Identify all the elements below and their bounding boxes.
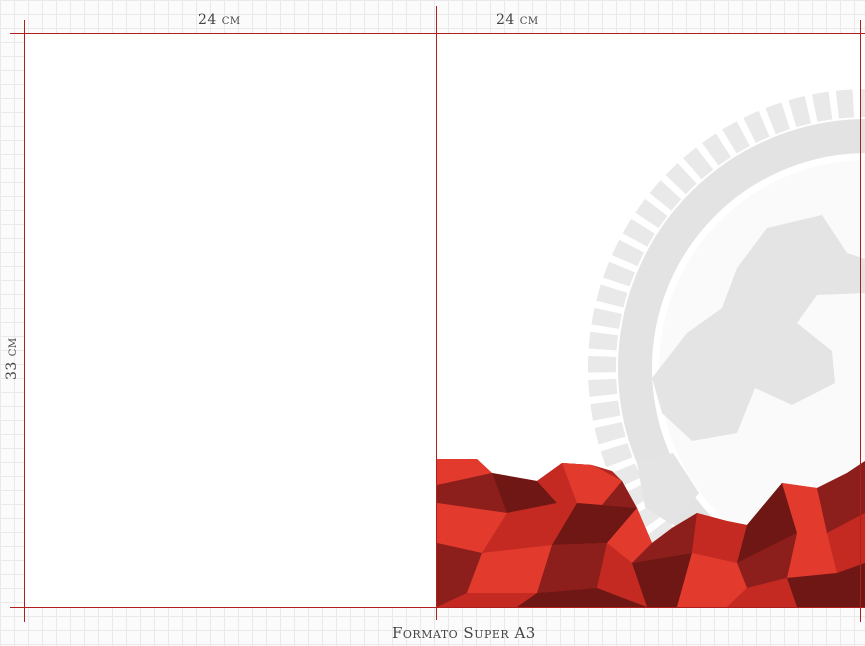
wheel-watermark-icon <box>588 89 865 607</box>
tire-tread-ring <box>588 89 865 607</box>
guide-line-bottom <box>10 607 865 608</box>
guide-line-center <box>436 6 437 620</box>
rim-spoke-shape <box>652 215 865 441</box>
rim-spoke-lower <box>637 453 699 525</box>
guide-line-right <box>860 20 861 622</box>
left-page-panel <box>25 33 436 607</box>
cover-artwork <box>437 89 865 607</box>
width-label-left: 24 cm <box>198 12 241 28</box>
red-lowpoly-pattern <box>437 459 865 607</box>
tire-ring <box>618 119 865 607</box>
right-page-panel <box>437 33 865 607</box>
guide-line-left <box>24 20 25 622</box>
width-label-right: 24 cm <box>496 12 539 28</box>
format-caption: Formato Super A3 <box>392 624 536 642</box>
guide-line-top <box>10 33 865 34</box>
height-label: 33 cm <box>4 337 20 380</box>
